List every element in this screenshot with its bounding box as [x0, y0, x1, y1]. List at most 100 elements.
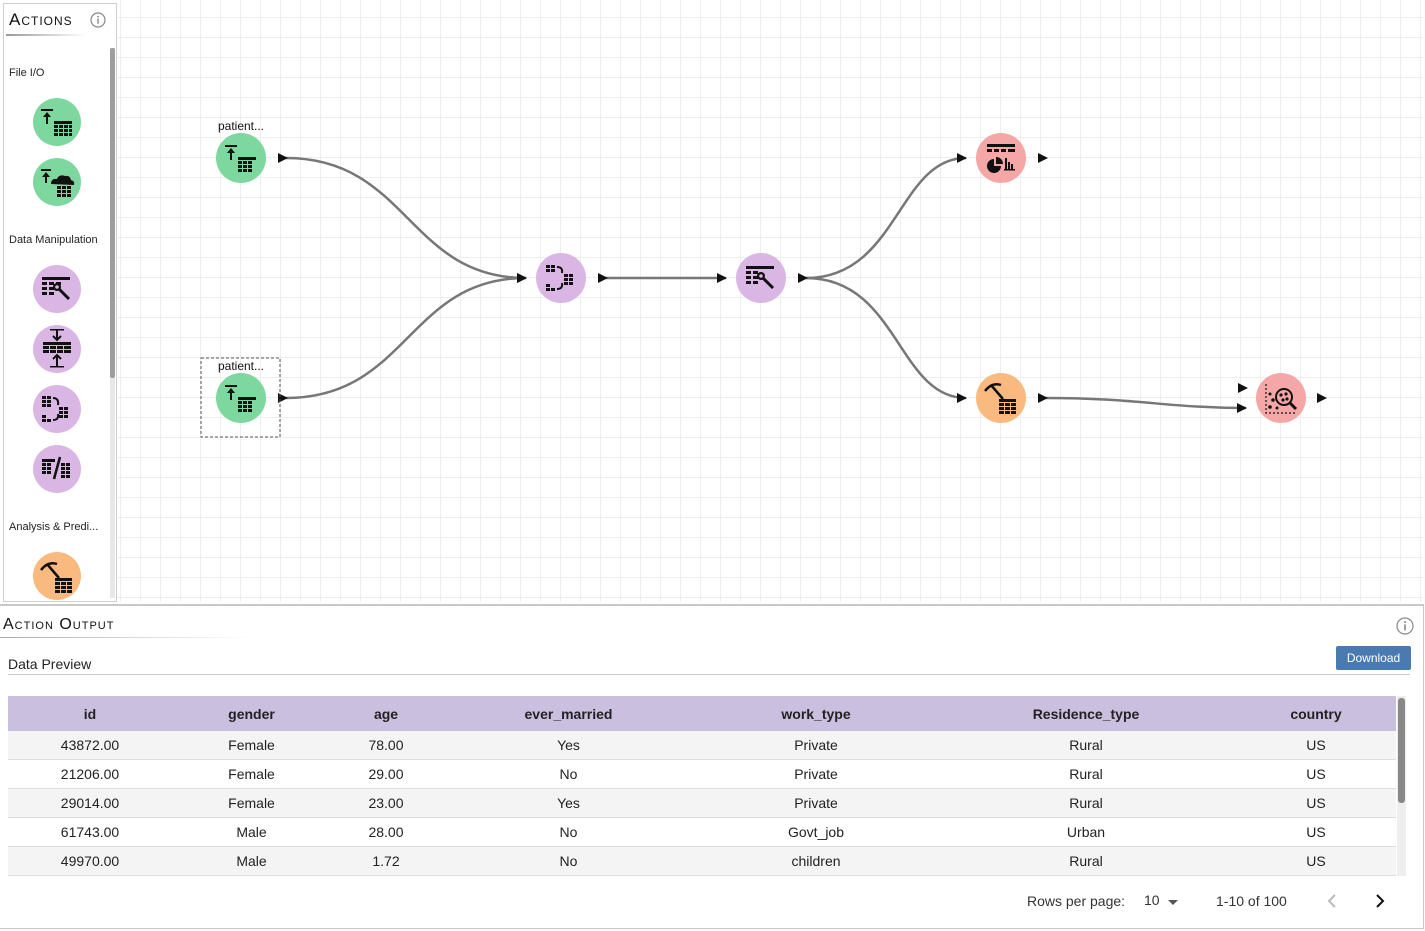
rows-per-page-select[interactable]: 10	[1144, 892, 1160, 908]
table-cell: Yes	[441, 731, 696, 760]
table-wrench-icon	[746, 266, 775, 290]
title-underline	[0, 637, 250, 638]
table-cell: Male	[172, 817, 331, 847]
pagination-range: 1-10 of 100	[1216, 893, 1287, 909]
edge-read1-join[interactable]	[285, 156, 527, 283]
table-cell: Private	[696, 875, 936, 876]
category-analysis: Analysis & Predi...	[9, 521, 99, 533]
join-tables-action[interactable]	[33, 385, 81, 433]
info-icon[interactable]	[1396, 617, 1414, 635]
clustering-node[interactable]	[1256, 373, 1306, 423]
table-pickaxe-icon	[40, 562, 72, 593]
scatter-search-icon	[1265, 384, 1298, 414]
manipulate-table-action[interactable]	[33, 265, 81, 313]
table-cell: Rural	[936, 731, 1236, 760]
edge-read2-join[interactable]	[285, 273, 527, 400]
feature-engineering-node[interactable]	[976, 373, 1026, 423]
palette-scrollbar-thumb[interactable]	[110, 48, 115, 378]
table-cell: 78.00	[331, 731, 441, 760]
table-scrollbar-thumb[interactable]	[1398, 698, 1405, 803]
data-preview-label: Data Preview	[8, 656, 92, 672]
table-join-icon	[546, 265, 573, 291]
table-cell: US	[1236, 875, 1396, 876]
table-split-icon	[42, 456, 70, 480]
table-cell: Urban	[936, 875, 1236, 876]
edge-manipulate-describe[interactable]	[805, 153, 967, 280]
divider	[8, 674, 1410, 675]
table-cell: 29014.00	[8, 788, 172, 818]
table-cell: No	[441, 759, 696, 789]
table-upload-icon	[225, 145, 256, 172]
table-cell: Private	[696, 788, 936, 818]
table-cell: US	[1236, 817, 1396, 847]
table-cell: US	[1236, 788, 1396, 818]
category-data-manipulation: Data Manipulation	[9, 234, 98, 246]
table-upload-icon	[225, 385, 256, 412]
node-label: patient...	[218, 359, 264, 373]
column-header-age[interactable]: age	[331, 696, 441, 731]
table-cell: 43872.00	[8, 731, 172, 760]
output-port[interactable]	[1038, 393, 1048, 403]
table-cell: Yes	[441, 875, 696, 876]
table-cell: US	[1236, 759, 1396, 789]
rows-per-page-label: Rows per page:	[1027, 893, 1126, 909]
describe-node[interactable]	[976, 133, 1026, 183]
column-header-work-type[interactable]: work_type	[696, 696, 936, 731]
chevron-right-icon[interactable]	[1373, 893, 1387, 909]
selection-box	[200, 357, 281, 438]
feature-engineering-action[interactable]	[33, 552, 81, 600]
read-cloud-table-action[interactable]	[33, 158, 81, 206]
read-table-action[interactable]	[33, 98, 81, 146]
table-cell: No	[441, 846, 696, 876]
info-icon[interactable]	[90, 12, 106, 28]
table-join-icon	[42, 396, 68, 422]
table-cell: 67.00	[331, 875, 441, 876]
column-header-ever-married[interactable]: ever_married	[441, 696, 696, 731]
manipulate-node[interactable]	[736, 253, 786, 303]
edge-manipulate-feature[interactable]	[805, 276, 967, 403]
table-cell: Female	[172, 788, 331, 818]
read-table-node-selected[interactable]: patient...	[200, 357, 281, 438]
actions-panel: Actions File I/O Data Manipulation	[3, 3, 117, 602]
stack-tables-action[interactable]	[33, 325, 81, 373]
split-table-action[interactable]	[33, 445, 81, 493]
output-port[interactable]	[278, 153, 288, 163]
column-header-country[interactable]: country	[1236, 696, 1396, 731]
input-port[interactable]	[598, 273, 608, 283]
chevron-left-icon[interactable]	[1325, 893, 1339, 909]
category-file-io: File I/O	[9, 67, 45, 79]
download-button[interactable]: Download	[1336, 646, 1411, 670]
join-node[interactable]	[536, 253, 586, 303]
table-stack-icon	[43, 329, 71, 368]
output-port[interactable]	[798, 273, 808, 283]
input-port[interactable]	[1238, 383, 1248, 393]
column-header-id[interactable]: id	[8, 696, 172, 731]
table-cell: 53986.00	[8, 875, 172, 876]
output-title: Action Output	[3, 616, 115, 633]
table-cell: Private	[696, 731, 936, 760]
table-cell: Male	[172, 875, 331, 876]
caret-down-icon[interactable]	[1168, 900, 1178, 905]
table-cell: 1.72	[331, 846, 441, 876]
column-header-gender[interactable]: gender	[172, 696, 331, 731]
table-cell: Male	[172, 846, 331, 876]
edge-feature-cluster[interactable]	[1045, 396, 1247, 413]
actions-title: Actions	[9, 10, 73, 29]
read-table-node[interactable]: patient...	[216, 119, 266, 183]
workflow-canvas[interactable]: patient... patient...	[118, 0, 1423, 602]
table-cell: 21206.00	[8, 759, 172, 789]
table-cell: children	[696, 846, 936, 876]
table-cell: Private	[696, 759, 936, 789]
output-port[interactable]	[1038, 153, 1048, 163]
table-cell: No	[441, 817, 696, 847]
output-port[interactable]	[1317, 393, 1327, 403]
table-cell: US	[1236, 731, 1396, 760]
table-upload-icon	[41, 109, 72, 136]
table-cell: 28.00	[331, 817, 441, 847]
column-header-residence-type[interactable]: Residence_type	[936, 696, 1236, 731]
